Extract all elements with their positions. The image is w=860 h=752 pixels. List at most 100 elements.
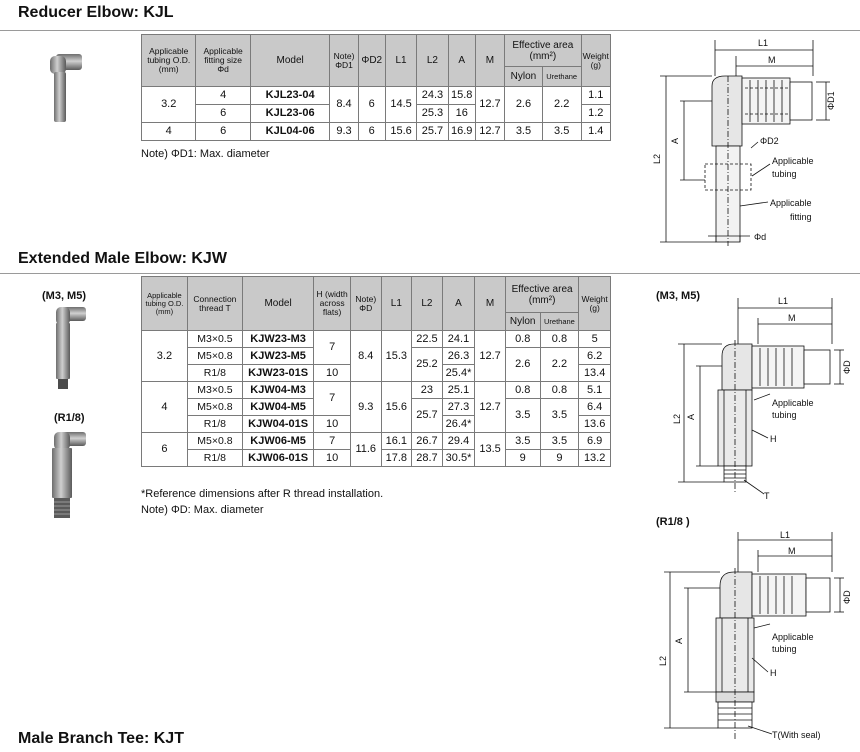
section-title-kjl: Reducer Elbow: KJL	[18, 4, 174, 21]
cell-urethane: 2.2	[539, 347, 580, 382]
cell-weight: 13.2	[578, 449, 611, 467]
section-title-kjt: Male Branch Tee: KJT	[18, 730, 184, 747]
cell-urethane: 2.2	[541, 86, 582, 123]
cell-urethane: 3.5	[539, 398, 580, 433]
cell-h: 7	[313, 381, 351, 416]
cell-nylon: 3.5	[504, 398, 541, 433]
table-row: R1/8 KJW23-01S 10 25.4* 13.4	[142, 364, 611, 382]
cell-weight: 13.4	[578, 364, 611, 382]
kjl-product-photo	[44, 52, 84, 129]
kjw-m-dimension-drawing: L1 M ΦD A L2 Applicable tubing H T	[672, 296, 852, 501]
cell-tubing: 6	[141, 432, 188, 467]
header-tubing: Applicable tubing O.D. (mm)	[140, 34, 197, 87]
header-l1: L1	[384, 34, 418, 87]
kjl-dim-l2: L2	[652, 154, 662, 164]
table-row: 3.2 4 KJL23-04 8.4 6 14.5 24.3 15.8 12.7…	[140, 86, 612, 123]
kjw-r-dim-l2: L2	[658, 656, 668, 666]
kjw-m-dim-h: H	[770, 434, 777, 444]
kjw-r-dim-h: H	[770, 668, 777, 678]
kjw-r-dimension-drawing: L1 M ΦD A L2 Applicable tubing H T(With …	[658, 530, 852, 740]
cell-thread: R1/8	[186, 364, 243, 382]
header-effective-area: Effective area (mm²)	[504, 276, 580, 313]
kjl-label-fitting-1: Applicable	[770, 198, 812, 208]
kjw-photo-label-r: (R1/8)	[54, 412, 85, 424]
cell-weight: 13.6	[578, 415, 611, 433]
header-connection-thread: Connection thread T	[186, 276, 243, 331]
cell-a: 25.4*	[441, 364, 476, 382]
cell-tubing: 4	[140, 122, 197, 141]
cell-a: 26.4*	[441, 415, 476, 433]
cell-thread: M5×0.8	[186, 347, 243, 365]
kjl-dim-l1: L1	[758, 38, 768, 48]
table-row: 4 6 KJL04-06 9.3 6 15.6 25.7 16.9 12.7 3…	[140, 122, 612, 141]
cell-fitting: 6	[195, 122, 251, 141]
kjw-r-label-tubing-2: tubing	[772, 644, 797, 654]
header-weight: Weight (g)	[580, 34, 612, 87]
cell-l2: 26.7	[411, 432, 443, 450]
kjw-m-label-tubing-1: Applicable	[772, 398, 814, 408]
header-d2: ΦD2	[357, 34, 386, 87]
table-row: 6 M5×0.8 KJW06-M5 7 11.6 16.1 26.7 29.4 …	[141, 432, 611, 467]
cell-l2: 23	[411, 381, 443, 399]
cell-nylon: 3.5	[504, 432, 541, 450]
header-a: A	[447, 34, 476, 87]
kjw-r-product-photo	[44, 428, 88, 527]
header-tubing: Applicable tubing O.D. (mm)	[141, 276, 188, 331]
cell-model: KJW23-M5	[241, 347, 315, 365]
cell-nylon: 2.6	[504, 86, 543, 123]
header-effective-area: Effective area (mm²)	[504, 34, 582, 67]
cell-thread: R1/8	[186, 415, 243, 433]
cell-d: 8.4	[349, 330, 382, 382]
cell-l2: 28.7	[411, 449, 443, 467]
cell-a: 25.1	[441, 381, 476, 399]
kjl-spec-table: Applicable tubing O.D. (mm) Applicable f…	[140, 34, 612, 141]
cell-a: 15.8	[447, 86, 476, 105]
kjl-dim-d1: ΦD1	[826, 91, 836, 110]
table-row: 3.2 M3×0.5 KJW23-M3 7 8.4 15.3 22.5 24.1…	[141, 330, 611, 382]
cell-l2: 22.5	[411, 330, 443, 348]
header-nylon: Nylon	[504, 66, 543, 87]
kjw-m-dim-d: ΦD	[842, 360, 852, 374]
kjl-label-fitting-2: fitting	[790, 212, 812, 222]
kjl-label-tubing-2: tubing	[772, 169, 797, 179]
cell-thread: M3×0.5	[186, 330, 243, 348]
cell-weight: 1.1	[580, 86, 612, 105]
kjl-dim-d2: ΦD2	[760, 136, 779, 146]
cell-h: 10	[313, 415, 351, 433]
cell-nylon: 0.8	[504, 381, 541, 399]
cell-urethane: 0.8	[539, 381, 580, 399]
cell-a: 29.4	[441, 432, 476, 450]
table-row: 4 M3×0.5 KJW04-M3 7 9.3 15.6 23 25.1 12.…	[141, 381, 611, 433]
kjw-m-dim-l2: L2	[672, 414, 682, 424]
cell-a: 26.3	[441, 347, 476, 365]
kjw-m-dim-m: M	[788, 313, 796, 323]
cell-model: KJL04-06	[249, 122, 331, 141]
cell-m: 12.7	[474, 86, 506, 123]
cell-a: 16.9	[447, 122, 476, 141]
table-row: R1/8 KJW06-01S 10 17.8 28.7 30.5* 9 9 13…	[142, 449, 611, 467]
header-h: H (width across flats)	[313, 276, 351, 331]
kjw-diagram-title-m: (M3, M5)	[656, 290, 700, 302]
cell-model: KJW23-M3	[241, 330, 315, 348]
cell-m: 12.7	[474, 330, 506, 382]
kjw-diagram-title-r: (R1/8 )	[656, 516, 690, 528]
cell-l2: 25.7	[416, 122, 449, 141]
cell-l1: 15.6	[384, 122, 418, 141]
kjl-dim-d: Φd	[754, 232, 766, 242]
cell-urethane: 3.5	[541, 122, 582, 141]
kjl-dim-m: M	[768, 55, 776, 65]
header-d: Note) ΦD	[349, 276, 382, 331]
cell-nylon: 9	[504, 449, 541, 467]
cell-urethane: 3.5	[539, 432, 580, 450]
kjw-m-dim-t: T	[764, 491, 770, 501]
cell-model: KJL23-06	[249, 104, 331, 123]
cell-weight: 6.4	[578, 398, 611, 416]
cell-weight: 5.1	[578, 381, 611, 399]
cell-a: 30.5*	[441, 449, 476, 467]
kjw-r-dim-d: ΦD	[842, 590, 852, 604]
header-m: M	[474, 34, 506, 87]
cell-weight: 1.2	[580, 104, 612, 123]
section-divider	[0, 273, 860, 274]
header-model: Model	[241, 276, 315, 331]
cell-a: 27.3	[441, 398, 476, 416]
